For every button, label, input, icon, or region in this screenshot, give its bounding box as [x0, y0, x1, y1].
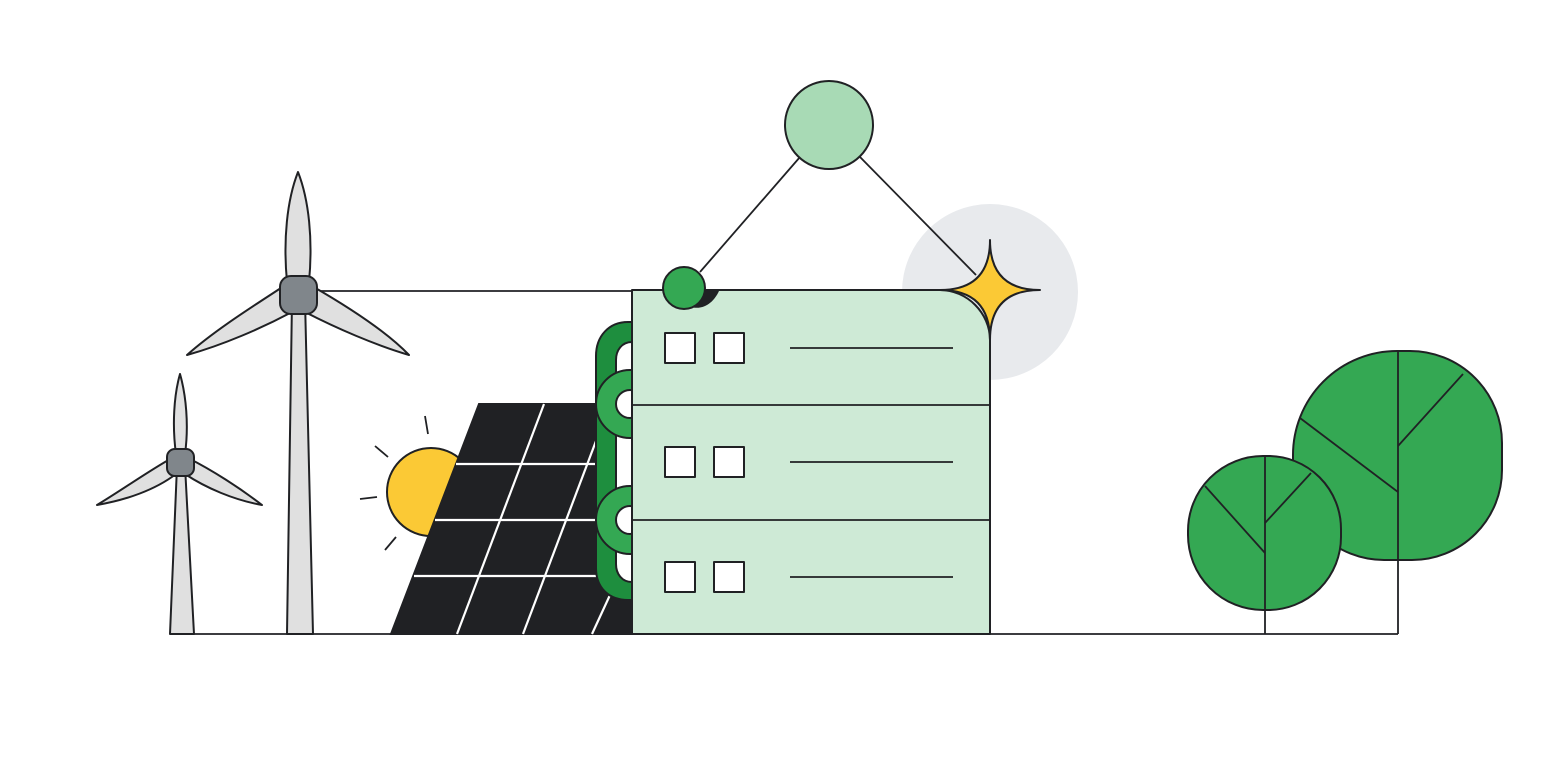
- solar-panel-gridline: [455, 403, 546, 635]
- network-edge: [859, 156, 977, 276]
- small-turbine-tower: [169, 465, 195, 635]
- sparkle-icon: [939, 239, 1041, 341]
- large-tree-branch: [1299, 417, 1399, 493]
- network-graph-icon: [662, 80, 977, 310]
- small-turbine-blade-right: [184, 457, 263, 506]
- server-unit-1: [664, 332, 953, 364]
- large-wind-turbine-icon: [186, 171, 410, 635]
- large-turbine-blade-left: [186, 285, 293, 356]
- small-tree-branch: [1204, 485, 1266, 554]
- large-tree-branch: [1397, 373, 1464, 447]
- small-turbine-hub: [166, 448, 195, 477]
- small-tree-icon: [1187, 455, 1342, 634]
- network-node-top: [784, 80, 874, 170]
- large-turbine-tower: [286, 299, 314, 635]
- server-led-square: [664, 561, 696, 593]
- solar-panel-icon: [389, 403, 641, 635]
- sun-ray: [359, 496, 378, 500]
- server-unit-2: [664, 446, 953, 478]
- large-tree-icon: [1292, 350, 1503, 634]
- sun-ray: [384, 536, 397, 551]
- server-led-square: [713, 446, 745, 478]
- sun-ray: [424, 415, 429, 435]
- small-turbine-blade-left: [96, 457, 177, 506]
- large-turbine-blade-right: [304, 285, 410, 356]
- server-led-square: [664, 332, 696, 364]
- server-led-square: [713, 332, 745, 364]
- small-turbine-blade-up: [172, 373, 188, 455]
- small-tree-branch: [1264, 472, 1312, 524]
- server-rack-icon: [631, 289, 991, 635]
- network-edge: [699, 156, 801, 273]
- sun-ray: [374, 445, 389, 458]
- server-led-square: [664, 446, 696, 478]
- small-wind-turbine-icon: [96, 373, 263, 635]
- network-node-small: [662, 266, 706, 310]
- large-turbine-blade-up: [284, 171, 312, 283]
- server-unit-3: [664, 561, 953, 593]
- server-led-square: [713, 561, 745, 593]
- large-turbine-hub: [279, 275, 318, 315]
